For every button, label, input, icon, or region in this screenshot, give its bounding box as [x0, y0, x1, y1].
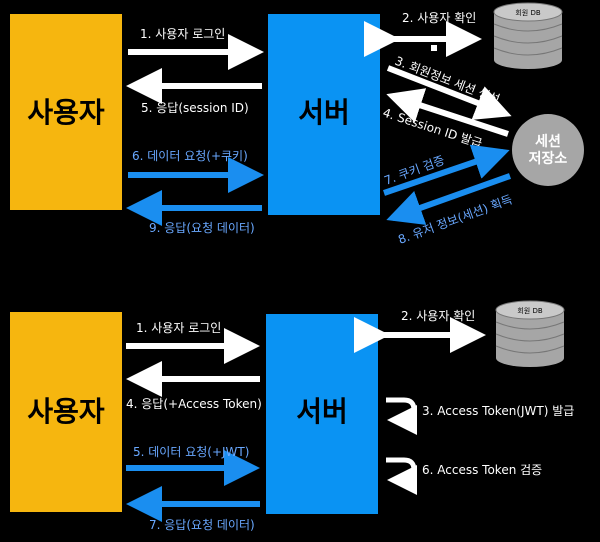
jwt-step-response-data: 7. 응답(요청 데이터) [149, 518, 255, 532]
session-flow: 사용자 서버 1. 사용자 로그인 5. 응답(session ID) 6. 데… [10, 2, 584, 247]
session-step-login: 1. 사용자 로그인 [140, 27, 225, 41]
session-user-label: 사용자 [27, 96, 105, 129]
jwt-step-verify-token: 6. Access Token 검증 [422, 463, 542, 477]
session-step-data-request: 6. 데이터 요청(+쿠키) [132, 149, 248, 163]
session-user-box [10, 14, 122, 210]
session-store-circle [512, 114, 584, 186]
jwt-user-box [10, 312, 122, 512]
jwt-user-label: 사용자 [27, 395, 105, 428]
jwt-flow: 사용자 서버 1. 사용자 로그인 4. 응답(+Access Token) 5… [10, 300, 574, 532]
jwt-verify-loop-arrow [386, 457, 417, 495]
session-store-label-line2: 저장소 [529, 150, 568, 167]
session-get-user-arrow [386, 173, 512, 225]
session-step-response-data: 9. 응답(요청 데이터) [149, 221, 255, 235]
session-issue-id-arrow [386, 88, 509, 137]
session-db-icon: 회원 DB [493, 2, 563, 69]
jwt-step-check-user: 2. 사용자 확인 [401, 309, 475, 323]
jwt-step-issue-token: 3. Access Token(JWT) 발급 [422, 404, 574, 418]
jwt-db-label: 회원 DB [517, 306, 542, 315]
jwt-step-data-request: 5. 데이터 요청(+JWT) [133, 445, 249, 459]
session-server-label: 서버 [298, 96, 350, 129]
session-server-box [268, 14, 380, 215]
session-step-response-id: 5. 응답(session ID) [141, 101, 249, 115]
jwt-server-label: 서버 [296, 395, 348, 428]
session-create-arrow [386, 65, 512, 120]
session-db-label: 회원 DB [515, 8, 540, 17]
session-step-get-user: 8. 유저 정보(세션) 획득 [396, 192, 514, 246]
jwt-step-response-token: 4. 응답(+Access Token) [126, 397, 262, 411]
session-check-user-mark [431, 45, 437, 51]
session-check-cookie-arrow [383, 144, 510, 196]
jwt-step-login: 1. 사용자 로그인 [136, 321, 221, 335]
jwt-db-icon: 회원 DB [495, 300, 565, 367]
jwt-issue-loop-arrow [386, 397, 417, 435]
session-store-label-line1: 세션 [535, 133, 561, 150]
session-step-check-user: 2. 사용자 확인 [402, 11, 476, 25]
